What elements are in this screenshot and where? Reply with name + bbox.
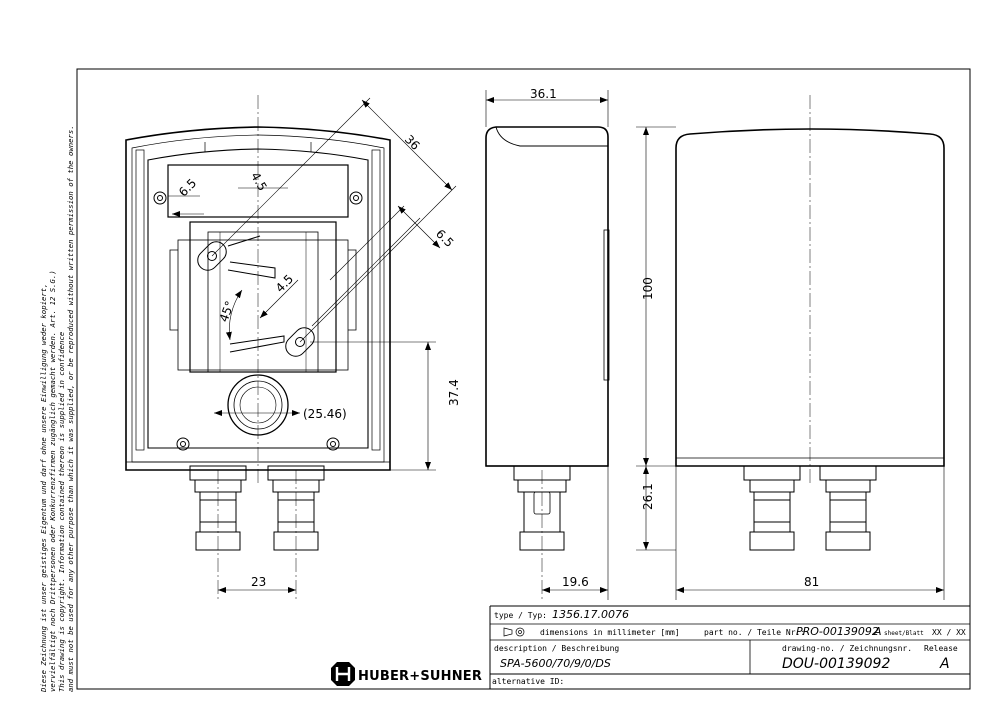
units-text: dimensions in millimeter [mm]: [540, 628, 680, 637]
title-block-text: type / Typ: 1356.17.0076 dimensions in m…: [492, 608, 966, 686]
side-note-1: Diese Zeichnung ist unser geistiges Eige…: [39, 283, 48, 693]
dim-36-1: 36.1: [530, 87, 557, 101]
type-value: 1356.17.0076: [552, 608, 629, 621]
dim-36: 36: [402, 132, 423, 153]
dim-45-degree: 45°: [217, 299, 237, 324]
part-label: part no. / Teile Nr.:: [704, 628, 805, 637]
dim-26-1: 26.1: [641, 483, 655, 510]
dim-6-5-right: 6.5: [433, 227, 456, 250]
title-block: [489, 605, 970, 689]
drawing-value: DOU-00139092: [782, 656, 890, 672]
release-value: A: [939, 656, 950, 672]
dim-4-5-top: 4.5: [248, 170, 270, 194]
dim-25-46: (25.46): [303, 407, 347, 421]
projection-icon: [503, 627, 525, 637]
front-dimension-labels: 36 6.5 4.5 6.5 4.5 45° (25.46) 37.4 23: [176, 132, 461, 589]
side-note-3: This drawing is copyright. Information c…: [57, 331, 66, 692]
dim-19-6: 19.6: [562, 575, 589, 589]
drawing-label: drawing-no. / Zeichnungsnr.: [782, 644, 912, 653]
side-note-4: and must not be used for any other purpo…: [66, 125, 75, 692]
front-view: [125, 95, 391, 600]
sheet-rev: A: [873, 625, 882, 638]
drawing-border: [76, 68, 971, 690]
alternative-id-label: alternative ID:: [492, 677, 564, 686]
side-dimensions: [485, 90, 676, 600]
dim-37-4: 37.4: [447, 379, 461, 406]
dim-23: 23: [251, 575, 266, 589]
side-view: [485, 126, 610, 600]
copyright-notes: Diese Zeichnung ist unser geistiges Eige…: [39, 125, 75, 693]
back-view: [675, 95, 945, 551]
sheet-value: XX / XX: [932, 628, 966, 637]
dim-100: 100: [641, 277, 655, 300]
description-label: description / Beschreibung: [494, 644, 619, 653]
part-value: PRO-00139092: [796, 625, 879, 638]
logo-text: HUBER+SUHNER: [358, 669, 482, 684]
dim-81: 81: [804, 575, 819, 589]
huber-suhner-logo: HUBER+SUHNER: [331, 662, 482, 686]
dim-4-5-mid: 4.5: [273, 272, 296, 295]
side-note-2: vervielfältigt noch Drittpersonen oder K…: [48, 270, 57, 692]
front-dimensions: [168, 97, 457, 593]
back-dimensions: [675, 466, 945, 600]
side-dimension-labels: 36.1 100 26.1 19.6: [530, 87, 655, 589]
release-label: Release: [924, 644, 958, 653]
sheet-label: sheet/Blatt: [884, 630, 924, 637]
type-label: type / Typ:: [494, 611, 547, 620]
description-value: SPA-5600/70/9/0/DS: [500, 657, 611, 670]
